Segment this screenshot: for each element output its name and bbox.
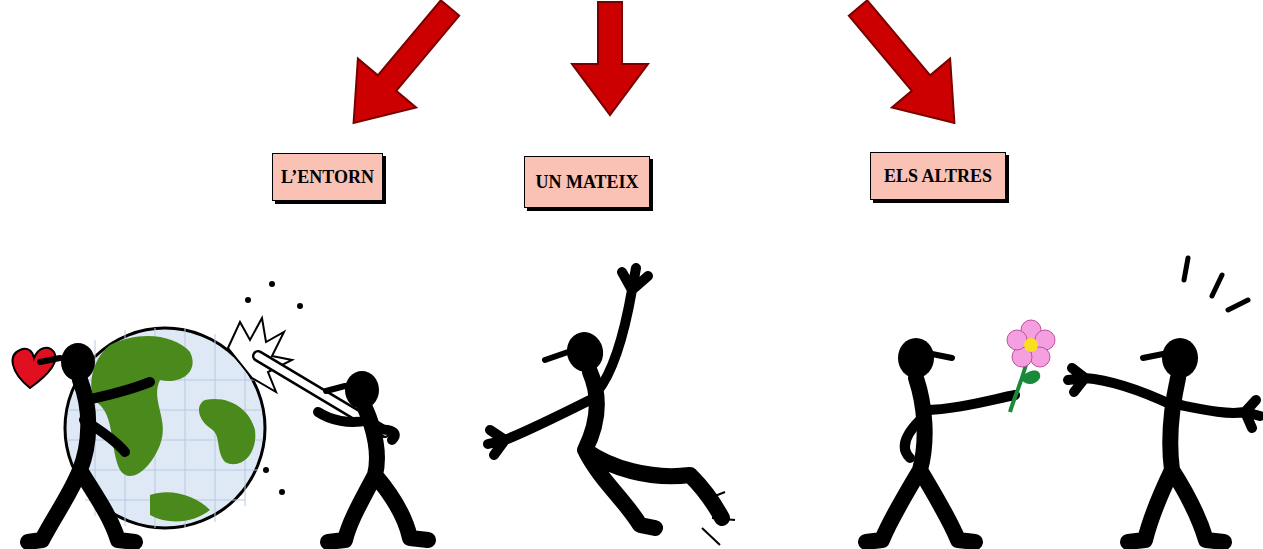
- figure-arm: [488, 268, 648, 455]
- label-box: UN MATEIX: [524, 156, 650, 208]
- petal: [1007, 330, 1027, 350]
- box-label: UN MATEIX: [535, 172, 638, 193]
- figure-cap: [40, 358, 60, 362]
- figure-cap: [932, 354, 952, 358]
- flower-center: [1024, 338, 1038, 352]
- figure-cap: [545, 352, 568, 360]
- debris: [297, 303, 303, 309]
- debris: [279, 489, 285, 495]
- figure-arm: [84, 382, 150, 452]
- flower: [1007, 320, 1055, 367]
- red-arrow: [829, 0, 984, 147]
- debris: [245, 297, 251, 303]
- label-box: L’ENTORN: [272, 153, 383, 201]
- figure-cap: [1143, 354, 1163, 358]
- heart: [13, 348, 56, 388]
- figure-body: [28, 380, 135, 542]
- debris: [263, 467, 269, 473]
- figure-arm: [905, 395, 1015, 458]
- debris: [269, 281, 275, 287]
- motion-lines: [702, 492, 735, 545]
- red-arrow: [324, 0, 479, 147]
- flower-leaf: [1020, 371, 1040, 385]
- red-arrow: [572, 2, 648, 115]
- figure-arm: [318, 412, 395, 440]
- continent: [199, 399, 255, 464]
- surprise-marks: [1184, 258, 1248, 310]
- continent: [150, 492, 210, 521]
- box-label: L’ENTORN: [281, 167, 374, 188]
- figure-cap: [326, 386, 345, 391]
- figure-arm: [1068, 368, 1260, 428]
- figure-body: [585, 372, 722, 528]
- continent: [91, 336, 192, 476]
- label-box: ELS ALTRES: [870, 152, 1006, 200]
- box-label: ELS ALTRES: [884, 166, 992, 187]
